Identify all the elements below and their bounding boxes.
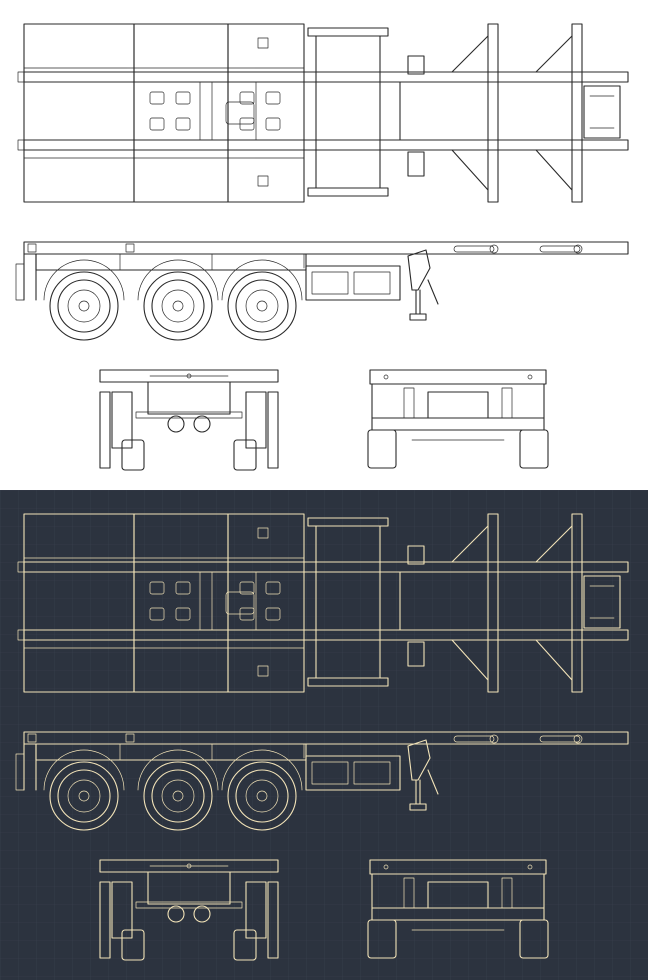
blueprint-grid — [0, 490, 648, 980]
blueprint-panel-dark — [0, 490, 648, 980]
blueprint-panel-light — [15, 23, 629, 471]
trailer-drawing-dark — [0, 490, 648, 980]
trailer-drawing-light — [15, 23, 629, 471]
drawing — [15, 23, 629, 471]
